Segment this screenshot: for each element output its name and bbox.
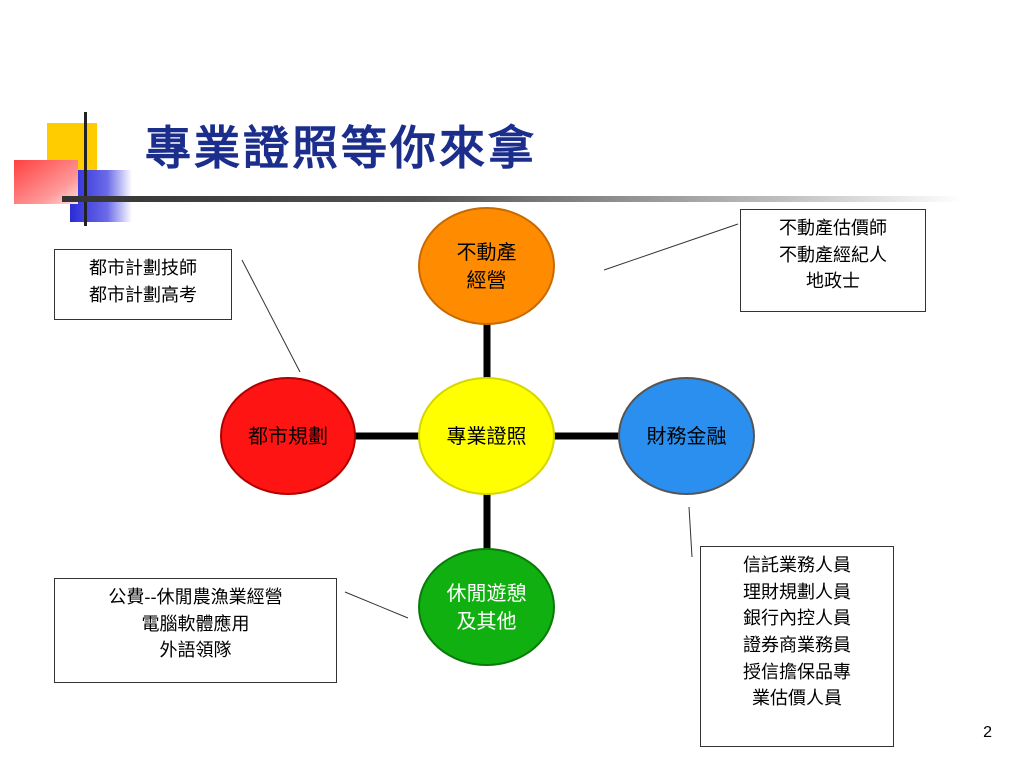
callout-line-bottom-right — [688, 506, 693, 558]
callout-finance-line-5: 授信擔保品專 — [743, 661, 851, 683]
callout-leisure-line-3: 外語領隊 — [159, 640, 232, 662]
callout-finance-line-4: 證券商業務員 — [743, 634, 851, 656]
callout-finance-line-3: 銀行內控人員 — [743, 608, 851, 630]
callout-line-bottom-left — [344, 591, 409, 619]
callout-finance-line-1: 信託業務人員 — [743, 555, 851, 576]
node-real-estate-line-1: 不動產 — [456, 240, 517, 264]
callout-leisure-line-2: 電腦軟體應用 — [141, 613, 250, 635]
callout-urban-planning-line-1: 都市計劃技師 — [89, 258, 197, 279]
node-urban-planning: 都市規劃 — [220, 377, 356, 495]
callout-urban-planning: 都市計劃技師 都市計劃高考 — [54, 249, 232, 320]
node-real-estate: 不動產 經營 — [418, 207, 555, 325]
callout-real-estate-line-2: 不動產經紀人 — [779, 244, 887, 266]
callout-urban-planning-line-2: 都市計劃高考 — [89, 284, 197, 306]
page-number: 2 — [983, 724, 992, 741]
decor-vertical-line — [84, 112, 87, 226]
callout-real-estate-line-1: 不動產估價師 — [779, 218, 887, 239]
node-leisure-line-2: 及其他 — [456, 609, 517, 633]
node-center-certification: 專業證照 — [418, 377, 555, 495]
callout-leisure-line-1: 公費--休閒農漁業經營 — [108, 587, 283, 608]
node-urban-planning-label: 都市規劃 — [248, 424, 328, 448]
callout-line-top-left — [241, 259, 301, 373]
node-leisure: 休閒遊憩 及其他 — [418, 548, 555, 666]
node-leisure-line-1: 休閒遊憩 — [446, 581, 527, 605]
node-center-label: 專業證照 — [446, 424, 527, 448]
title-underline — [62, 196, 962, 202]
slide-title: 專業證照等你來拿 — [145, 121, 537, 175]
callout-finance-line-6: 業估價人員 — [752, 688, 842, 710]
node-real-estate-line-2: 經營 — [466, 268, 507, 292]
callout-line-top-right — [603, 223, 739, 271]
callout-real-estate: 不動產估價師 不動產經紀人 地政士 — [740, 209, 926, 312]
callout-finance: 信託業務人員 理財規劃人員 銀行內控人員 證券商業務員 授信擔保品專 業估價人員 — [700, 546, 894, 747]
callout-leisure: 公費--休閒農漁業經營 電腦軟體應用 外語領隊 — [54, 578, 337, 683]
node-finance-label: 財務金融 — [646, 424, 727, 448]
node-finance: 財務金融 — [618, 377, 755, 495]
callout-real-estate-line-3: 地政士 — [806, 271, 860, 293]
callout-finance-line-2: 理財規劃人員 — [743, 581, 851, 603]
